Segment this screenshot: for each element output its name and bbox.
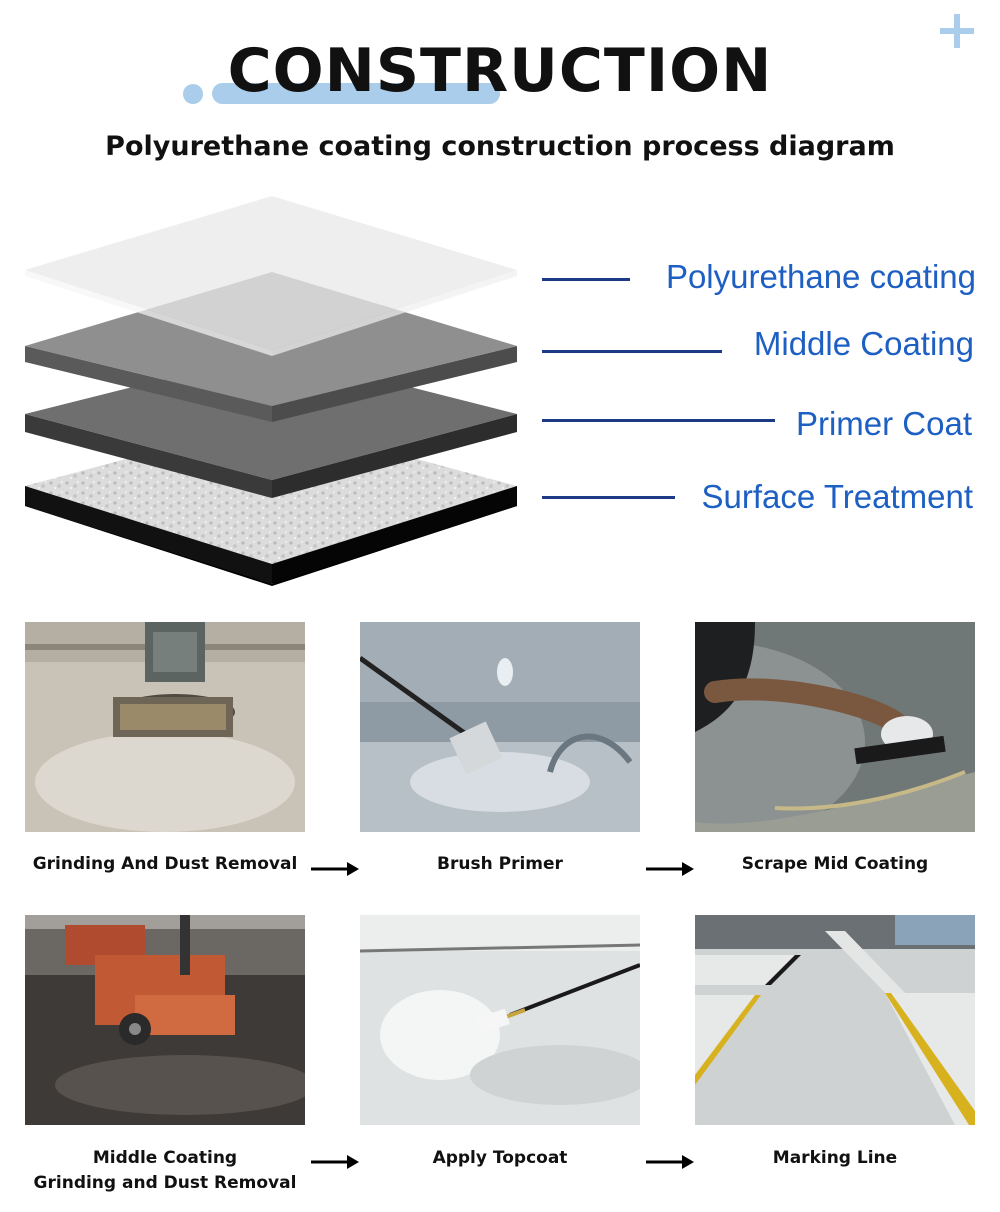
title-decoration-dot xyxy=(183,84,203,104)
layer-label-primer: Primer Coat xyxy=(795,405,972,442)
polyurethane-coating-layer xyxy=(25,196,517,356)
photo-marking-line xyxy=(695,915,975,1125)
step-caption-3: Scrape Mid Coating xyxy=(741,854,929,874)
step-caption-1: Grinding And Dust Removal xyxy=(32,854,298,874)
step-caption-5: Apply Topcoat xyxy=(432,1148,568,1168)
step-caption-4-line-1: Middle Coating xyxy=(92,1148,238,1168)
step-caption-6: Marking Line xyxy=(772,1148,898,1168)
arrow-right-icon xyxy=(646,862,694,876)
arrow-right-icon xyxy=(646,1155,694,1169)
photo-mid-grinding xyxy=(25,915,305,1125)
layer-stack-diagram xyxy=(25,196,517,586)
photo-scrape-coating xyxy=(695,622,975,832)
page-title: CONSTRUCTION xyxy=(227,36,773,106)
arrow-right-icon xyxy=(311,1155,359,1169)
layer-line-middle xyxy=(542,350,722,353)
photo-grinding xyxy=(25,622,305,832)
page-subtitle: Polyurethane coating construction proces… xyxy=(105,131,895,162)
layer-line-primer xyxy=(542,419,775,422)
photo-brush-primer xyxy=(360,622,640,832)
title-decoration-bar xyxy=(212,83,500,104)
arrow-right-icon xyxy=(311,862,359,876)
step-caption-2: Brush Primer xyxy=(437,854,563,874)
step-caption-4-line-2: Grinding and Dust Removal xyxy=(33,1173,297,1193)
step-caption-4: Middle Coating Grinding and Dust Removal xyxy=(10,1146,320,1196)
layer-label-surface: Surface Treatment xyxy=(701,478,973,515)
plus-icon xyxy=(940,14,974,48)
layer-label-polyurethane: Polyurethane coating xyxy=(665,258,976,295)
photo-apply-topcoat xyxy=(360,915,640,1125)
layer-label-middle: Middle Coating xyxy=(753,325,974,362)
layer-line-surface xyxy=(542,496,675,499)
layer-line-polyurethane xyxy=(542,278,630,281)
